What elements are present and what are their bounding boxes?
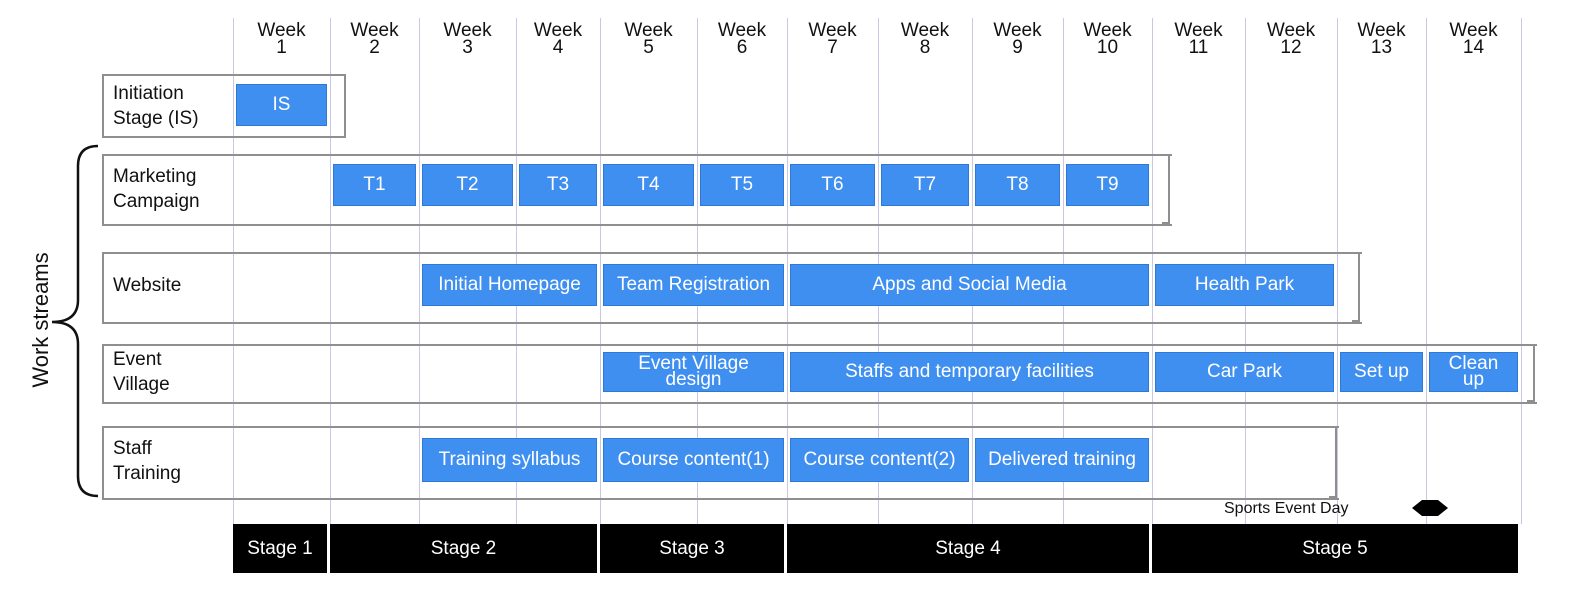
week-header: Week 11 (1174, 20, 1223, 58)
week-header: Week 4 (533, 20, 583, 58)
sports-event-day-label: Sports Event Day (1224, 500, 1349, 517)
workstream-row (102, 74, 346, 138)
week-gridline (330, 18, 331, 524)
workstream-row (102, 154, 1172, 226)
week-header: Week 6 (717, 20, 767, 58)
task-bar: Apps and Social Media (790, 264, 1149, 306)
stage-block: Stage 5 (1152, 524, 1518, 573)
workstream-label: Initiation Stage (IS) (113, 83, 199, 129)
row-end-bracket (1352, 252, 1360, 322)
week-gridline (1426, 18, 1427, 524)
task-bar: T5 (700, 164, 784, 206)
week-header: Week 9 (993, 20, 1042, 58)
task-bar: T7 (881, 164, 969, 206)
row-end-bracket (1162, 154, 1170, 224)
axis-title-work-streams: Work streams (28, 252, 53, 388)
week-gridline (600, 18, 601, 524)
week-gridline (1337, 18, 1338, 524)
task-bar: IS (236, 84, 327, 126)
week-header: Week 8 (900, 20, 950, 58)
task-bar: Delivered training (975, 438, 1149, 482)
row-end-bracket (1329, 426, 1337, 498)
task-bar: Staffs and temporary facilities (790, 352, 1149, 392)
task-bar: Team Registration (603, 264, 784, 306)
workstream-label: Website (113, 275, 182, 296)
workstreams-brace (51, 144, 99, 498)
week-header: Week 10 (1083, 20, 1132, 58)
week-gridline (1152, 18, 1153, 524)
event-day-diamond-icon (1412, 500, 1448, 516)
week-gridline (787, 18, 788, 524)
week-header: Week 7 (808, 20, 857, 58)
task-bar: T8 (975, 164, 1060, 206)
task-bar: Course content(2) (790, 438, 969, 482)
task-bar: Course content(1) (603, 438, 784, 482)
week-header: Week 13 (1357, 20, 1406, 58)
row-end-bracket (1527, 344, 1535, 402)
task-bar: Car Park (1155, 352, 1334, 392)
task-bar: T9 (1066, 164, 1149, 206)
week-header: Week 5 (624, 20, 673, 58)
week-gridline (1521, 18, 1522, 524)
stage-block: Stage 2 (330, 524, 597, 573)
stage-block: Stage 1 (233, 524, 327, 573)
workstream-label: Staff Training (113, 438, 181, 484)
task-bar: T6 (790, 164, 875, 206)
week-header: Week 3 (443, 20, 492, 58)
week-header: Week 12 (1266, 20, 1316, 58)
workstream-row (102, 252, 1362, 324)
stage-block: Stage 4 (787, 524, 1149, 573)
task-bar: Clean up (1429, 352, 1518, 392)
week-gridline (233, 18, 234, 524)
task-bar: Initial Homepage (422, 264, 597, 306)
task-bar: T3 (519, 164, 597, 206)
week-header: Week 2 (350, 20, 399, 58)
week-header: Week 14 (1449, 20, 1498, 58)
workstream-label: Marketing Campaign (113, 166, 200, 212)
week-gridline (419, 18, 420, 524)
week-header: Week 1 (257, 20, 306, 58)
workstream-row (102, 344, 1537, 404)
stage-block: Stage 3 (600, 524, 784, 573)
task-bar: T2 (422, 164, 513, 206)
task-bar: Set up (1340, 352, 1423, 392)
task-bar: Event Village design (603, 352, 784, 392)
task-bar: Health Park (1155, 264, 1334, 306)
workstream-label: Event Village (113, 349, 170, 395)
task-bar: Training syllabus (422, 438, 597, 482)
task-bar: T4 (603, 164, 694, 206)
task-bar: T1 (333, 164, 416, 206)
workstream-row (102, 426, 1339, 500)
